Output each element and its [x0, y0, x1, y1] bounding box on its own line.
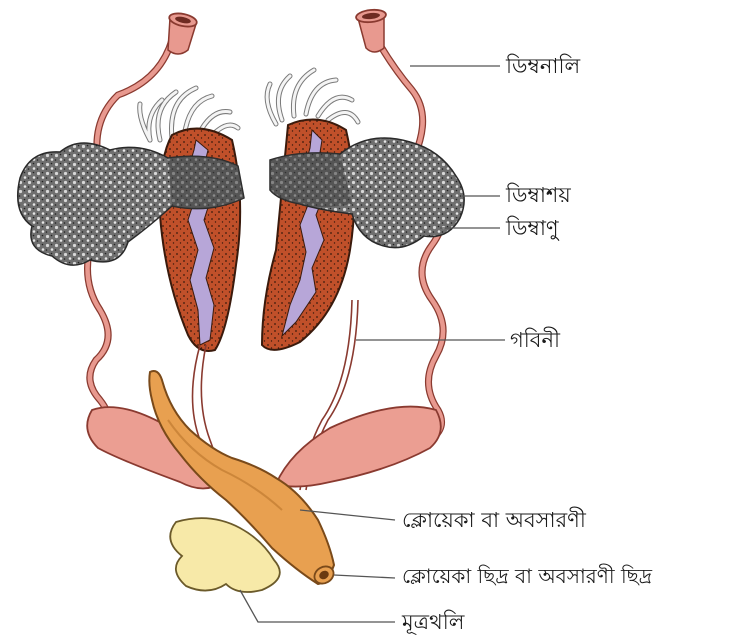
label-cloacal-aperture: ক্লোয়েকা ছিদ্র বা অবসারণী ছিদ্র [402, 566, 652, 586]
label-urinary-bladder: মূত্রথলি [402, 612, 464, 633]
right-ovisac [276, 407, 441, 487]
label-ovary: ডিম্বাশয় [506, 185, 571, 206]
leader-urinary-bladder [240, 590, 395, 622]
label-kidney: গবিনী [510, 330, 560, 351]
leader-cloacal-aperture [334, 575, 395, 578]
label-cloaca: ক্লোয়েকা বা অবসারণী [402, 510, 586, 531]
label-ovum: ডিম্বাণু [506, 218, 559, 239]
label-oviduct: ডিম্বনালি [506, 56, 580, 77]
